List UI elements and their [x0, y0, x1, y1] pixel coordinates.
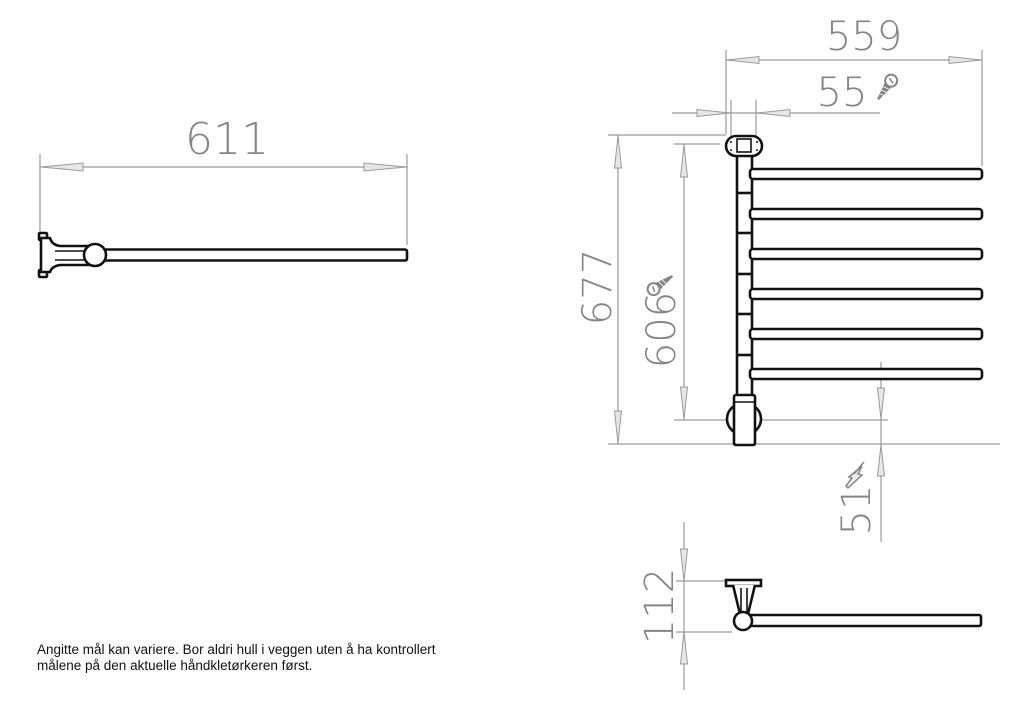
disclaimer-note: Angitte mål kan variere. Bor aldri hull …	[37, 642, 577, 674]
front-view: 559 55 677 606	[575, 14, 1000, 542]
towel-bars	[748, 167, 984, 381]
dimension-51: 51	[834, 485, 880, 536]
dimension-611: 611	[185, 114, 269, 165]
towel-bar-side-view	[724, 578, 983, 632]
dimension-677: 677	[575, 249, 621, 325]
note-line-1: Angitte mål kan variere. Bor aldri hull …	[37, 642, 436, 657]
note-line-2: målene på den aktuelle håndkletørkeren f…	[37, 658, 313, 673]
screw-icon	[646, 275, 674, 297]
dimension-112: 112	[637, 568, 683, 644]
dimension-55: 55	[817, 70, 868, 116]
dimension-559: 559	[826, 14, 902, 60]
top-view: 611	[37, 114, 409, 279]
dimension-606: 606	[639, 292, 685, 368]
side-view: 112	[637, 522, 983, 690]
lightning-icon	[845, 461, 865, 490]
towel-bar-top-view	[37, 231, 409, 279]
towel-rail-front-view	[724, 134, 984, 447]
screw-icon	[877, 73, 899, 101]
